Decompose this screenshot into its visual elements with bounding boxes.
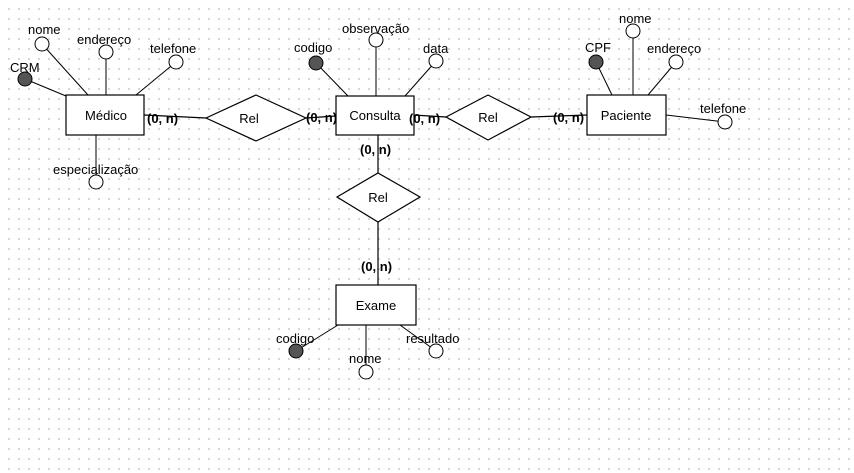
label-exame-nome: nome	[349, 351, 382, 366]
label-consulta-observacao: observação	[342, 21, 409, 36]
key-attribute-consulta-codigo[interactable]	[308, 55, 324, 71]
attribute-medico-endereco[interactable]	[98, 44, 114, 60]
key-attribute-exame-codigo[interactable]	[288, 343, 304, 359]
entity-consulta[interactable]: Consulta	[335, 95, 415, 136]
connectors	[143, 114, 588, 285]
rel-label: Rel	[478, 110, 498, 125]
attribute-exame-nome[interactable]	[358, 364, 374, 380]
label-crm: CRM	[10, 60, 40, 75]
cardinality-consulta-left: (0, n)	[306, 110, 337, 125]
label-paciente-endereco: endereço	[647, 41, 701, 56]
attribute-paciente-nome[interactable]	[625, 23, 641, 39]
cardinality-labels: (0, n) (0, n) (0, n) (0, n) (0, n) (0, n…	[147, 110, 584, 274]
cardinality-medico: (0, n)	[147, 111, 178, 126]
rel-consulta-paciente[interactable]: Rel	[444, 94, 533, 141]
attribute-exame-resultado[interactable]	[428, 343, 444, 359]
attribute-medico-telefone[interactable]	[168, 54, 184, 70]
cardinality-consulta-bottom: (0, n)	[360, 142, 391, 157]
cardinality-exame-top: (0, n)	[361, 259, 392, 274]
cardinality-consulta-right: (0, n)	[409, 111, 440, 126]
rel-consulta-line	[305, 115, 337, 119]
entity-exame[interactable]: Exame	[335, 284, 417, 326]
consulta-rel-line	[412, 114, 447, 118]
label-exame-codigo: codigo	[276, 331, 314, 346]
attribute-paciente-endereco[interactable]	[668, 54, 684, 70]
entity-label: Consulta	[349, 108, 401, 123]
label-medico-nome: nome	[28, 22, 61, 37]
key-attribute-crm[interactable]	[17, 71, 33, 87]
rel-medico-consulta[interactable]: Rel	[204, 94, 308, 142]
label-paciente-nome: nome	[619, 11, 652, 26]
entity-paciente[interactable]: Paciente	[586, 94, 667, 136]
attribute-paciente-telefone[interactable]	[717, 114, 733, 130]
attribute-consulta-observacao[interactable]	[368, 32, 384, 48]
entity-medico[interactable]: Médico	[65, 94, 145, 136]
entity-label: Paciente	[601, 108, 652, 123]
rel-label: Rel	[368, 190, 388, 205]
label-consulta-data: data	[423, 41, 449, 56]
key-attribute-cpf[interactable]	[588, 54, 604, 70]
attribute-consulta-data[interactable]	[428, 53, 444, 69]
attribute-medico-especializacao[interactable]	[88, 174, 104, 190]
attribute-stems	[24, 31, 726, 372]
rel-paciente-line	[530, 114, 588, 118]
rel-consulta-exame[interactable]: Rel	[335, 172, 422, 223]
label-paciente-telefone: telefone	[700, 101, 746, 116]
attribute-labels: CRM nome endereço telefone especializaçã…	[10, 11, 746, 366]
attribute-medico-nome[interactable]	[34, 36, 50, 52]
label-medico-telefone: telefone	[150, 41, 196, 56]
label-consulta-codigo: codigo	[294, 40, 332, 55]
label-cpf: CPF	[585, 40, 611, 55]
entity-label: Médico	[85, 108, 127, 123]
medico-rel-line	[143, 114, 207, 119]
label-medico-especializacao: especialização	[53, 162, 138, 177]
label-exame-resultado: resultado	[406, 331, 459, 346]
entity-label: Exame	[356, 298, 396, 313]
cardinality-paciente: (0, n)	[553, 110, 584, 125]
rel-label: Rel	[239, 111, 259, 126]
label-medico-endereco: endereço	[77, 32, 131, 47]
attribute-circles	[17, 23, 733, 380]
